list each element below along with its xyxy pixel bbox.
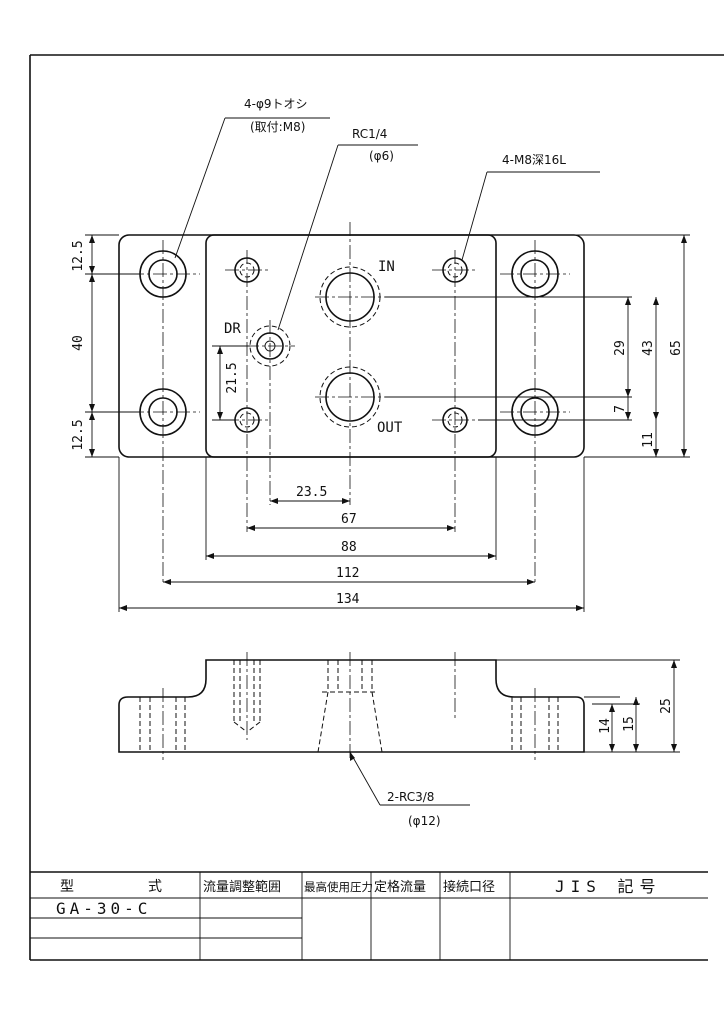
dim-67: 67 xyxy=(341,512,357,527)
dimension-lines xyxy=(91,235,685,609)
dim-40: 40 xyxy=(71,335,86,351)
callout-main-ports-sub: (φ12) xyxy=(408,814,441,828)
callout-main-ports: 2-RC3/8 xyxy=(387,790,434,804)
port-label-dr: DR xyxy=(224,321,241,337)
drawing-frame xyxy=(29,54,724,961)
dim-11: 11 xyxy=(641,432,656,448)
title-header-port-size: 接続口径 xyxy=(443,879,495,895)
side-view: 14 15 25 2-RC3/8 (φ12) xyxy=(118,652,680,828)
callout-mount-holes-sub: (取付:M8) xyxy=(250,120,305,134)
plan-view: IN OUT DR 4-φ9トオシ (取付:M8) RC1/4 (φ6) 4-M… xyxy=(71,97,690,612)
title-header-max-pressure: 最高使用圧力 xyxy=(304,880,373,894)
side-hidden-tapped-hole xyxy=(233,660,261,733)
dim-15: 15 xyxy=(622,716,637,732)
title-header-type-2: 式 xyxy=(148,879,162,895)
port-label-in: IN xyxy=(378,259,395,275)
dim-14: 14 xyxy=(598,718,613,734)
callout-drain-port: RC1/4 xyxy=(352,127,387,141)
dim-12-5-bottom: 12.5 xyxy=(71,419,86,450)
title-header-flow-range: 流量調整範囲 xyxy=(203,880,281,895)
dim-7: 7 xyxy=(613,405,628,413)
port-label-out: OUT xyxy=(377,420,403,436)
leader-lines xyxy=(174,117,600,331)
dim-65: 65 xyxy=(669,340,684,356)
dim-29: 29 xyxy=(613,340,628,356)
title-header-type-1: 型 xyxy=(60,879,74,895)
title-header-rated-flow: 定格流量 xyxy=(374,879,426,895)
title-header-jis-symbol: JIS 記号 xyxy=(555,877,662,896)
dim-12-5-top: 12.5 xyxy=(71,240,86,271)
title-block: 型 式 流量調整範囲 最高使用圧力 定格流量 接続口径 JIS 記号 GA-30… xyxy=(30,871,708,960)
arrowheads xyxy=(89,235,687,611)
dim-23-5: 23.5 xyxy=(296,485,327,500)
dim-25: 25 xyxy=(659,698,674,714)
dim-21-5: 21.5 xyxy=(225,362,240,393)
extension-lines xyxy=(85,234,690,612)
dim-112: 112 xyxy=(336,566,359,581)
callout-mount-holes: 4-φ9トオシ xyxy=(244,97,308,111)
callout-drain-port-sub: (φ6) xyxy=(369,149,394,163)
dim-88: 88 xyxy=(341,540,357,555)
dim-134: 134 xyxy=(336,592,360,607)
side-hidden-mount-holes xyxy=(139,697,559,752)
dim-43: 43 xyxy=(641,340,656,356)
model-number: GA-30-C xyxy=(56,899,151,918)
center-lines xyxy=(130,222,570,585)
callout-tapped-holes: 4-M8深16L xyxy=(502,153,566,167)
